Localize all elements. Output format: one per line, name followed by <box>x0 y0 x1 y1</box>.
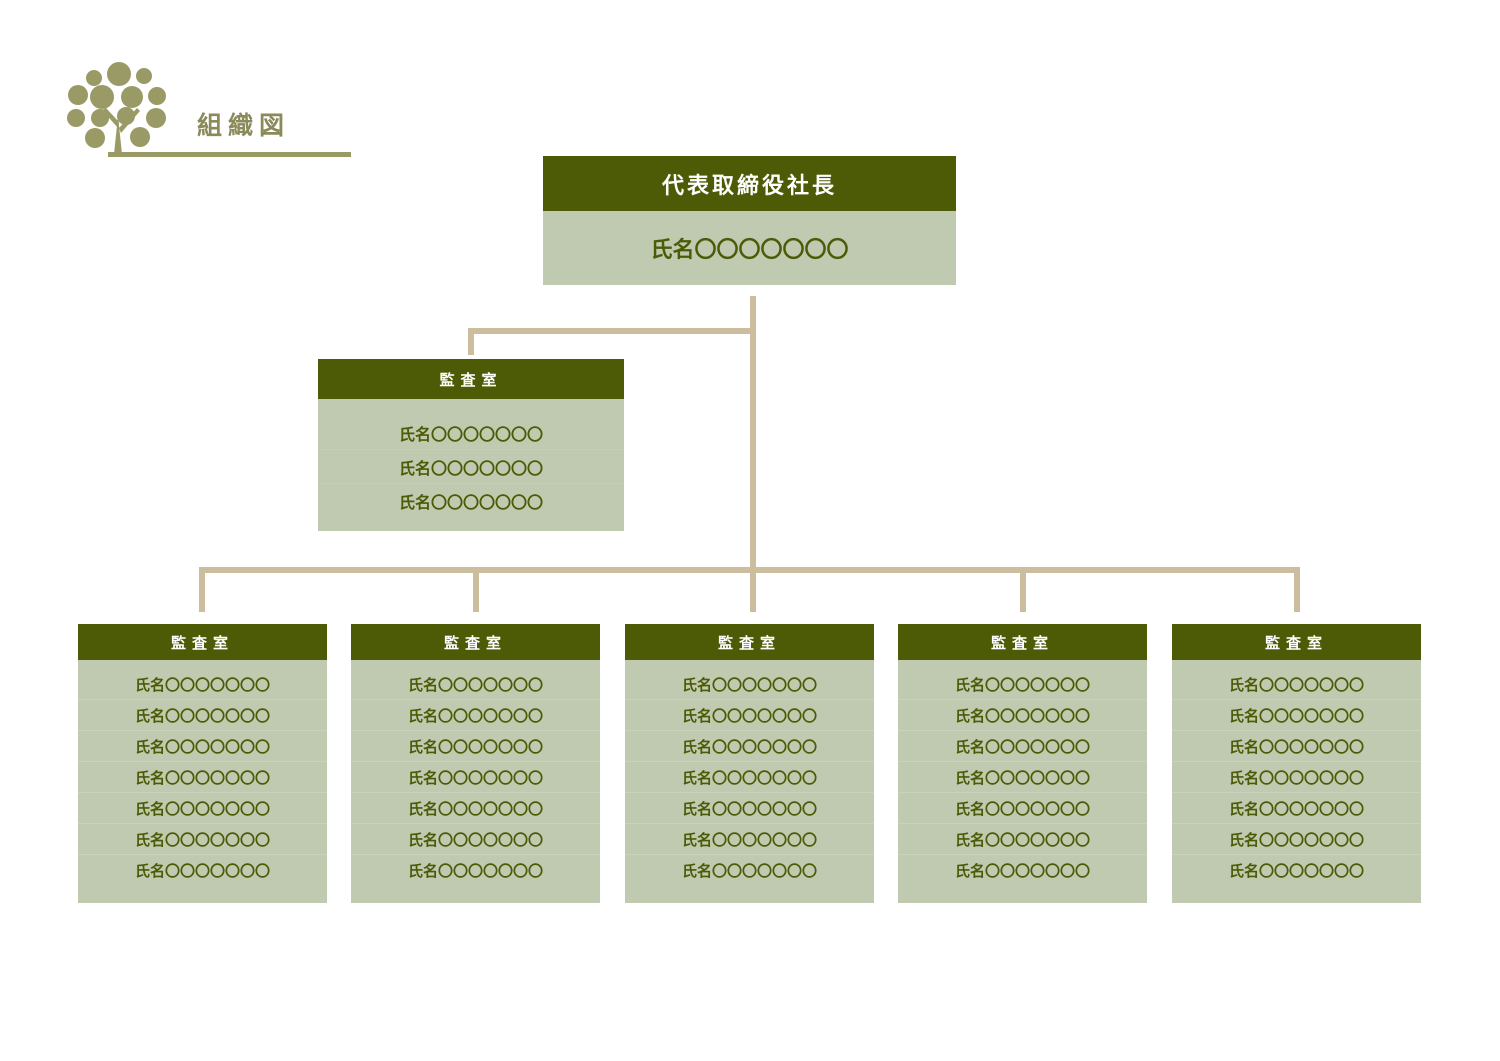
department-box: 監査室 氏名〇〇〇〇〇〇〇 氏名〇〇〇〇〇〇〇 氏名〇〇〇〇〇〇〇 氏名〇〇〇〇… <box>78 624 327 903</box>
department-members: 氏名〇〇〇〇〇〇〇 氏名〇〇〇〇〇〇〇 氏名〇〇〇〇〇〇〇 氏名〇〇〇〇〇〇〇 … <box>898 660 1147 885</box>
member-name: 氏名〇〇〇〇〇〇〇 <box>351 792 600 823</box>
member-name: 氏名〇〇〇〇〇〇〇 <box>78 823 327 854</box>
member-name: 氏名〇〇〇〇〇〇〇 <box>398 424 543 444</box>
member-name: 氏名〇〇〇〇〇〇〇 <box>78 730 327 761</box>
audit-members: 氏名〇〇〇〇〇〇〇 氏名〇〇〇〇〇〇〇 氏名〇〇〇〇〇〇〇 <box>318 399 624 517</box>
member-name: 氏名〇〇〇〇〇〇〇 <box>898 761 1147 792</box>
department-members: 氏名〇〇〇〇〇〇〇 氏名〇〇〇〇〇〇〇 氏名〇〇〇〇〇〇〇 氏名〇〇〇〇〇〇〇 … <box>625 660 874 885</box>
department-title: 監査室 <box>351 624 600 660</box>
member-name: 氏名〇〇〇〇〇〇〇 <box>650 238 849 263</box>
member-name: 氏名〇〇〇〇〇〇〇 <box>898 792 1147 823</box>
member-name: 氏名〇〇〇〇〇〇〇 <box>625 823 874 854</box>
member-name: 氏名〇〇〇〇〇〇〇 <box>1228 675 1364 694</box>
president-members: 氏名〇〇〇〇〇〇〇 <box>543 211 956 285</box>
member-name: 氏名〇〇〇〇〇〇〇 <box>954 675 1090 694</box>
member-name: 氏名〇〇〇〇〇〇〇 <box>351 699 600 730</box>
member-name: 氏名〇〇〇〇〇〇〇 <box>898 854 1147 885</box>
department-box: 監査室 氏名〇〇〇〇〇〇〇 氏名〇〇〇〇〇〇〇 氏名〇〇〇〇〇〇〇 氏名〇〇〇〇… <box>625 624 874 903</box>
member-name: 氏名〇〇〇〇〇〇〇 <box>1172 823 1421 854</box>
member-name: 氏名〇〇〇〇〇〇〇 <box>351 761 600 792</box>
department-box: 監査室 氏名〇〇〇〇〇〇〇 氏名〇〇〇〇〇〇〇 氏名〇〇〇〇〇〇〇 氏名〇〇〇〇… <box>1172 624 1421 903</box>
member-name: 氏名〇〇〇〇〇〇〇 <box>1172 854 1421 885</box>
tree-icon <box>67 62 351 157</box>
member-name: 氏名〇〇〇〇〇〇〇 <box>78 699 327 730</box>
member-name: 氏名〇〇〇〇〇〇〇 <box>1172 730 1421 761</box>
member-name: 氏名〇〇〇〇〇〇〇 <box>898 699 1147 730</box>
member-name: 氏名〇〇〇〇〇〇〇 <box>78 761 327 792</box>
member-name: 氏名〇〇〇〇〇〇〇 <box>318 483 624 517</box>
member-name: 氏名〇〇〇〇〇〇〇 <box>625 792 874 823</box>
audit-branch-line <box>468 328 753 355</box>
member-name: 氏名〇〇〇〇〇〇〇 <box>134 675 270 694</box>
department-box: 監査室 氏名〇〇〇〇〇〇〇 氏名〇〇〇〇〇〇〇 氏名〇〇〇〇〇〇〇 氏名〇〇〇〇… <box>898 624 1147 903</box>
department-title: 監査室 <box>625 624 874 660</box>
member-name: 氏名〇〇〇〇〇〇〇 <box>318 449 624 483</box>
org-chart-header: 組織図 <box>62 58 362 163</box>
department-members: 氏名〇〇〇〇〇〇〇 氏名〇〇〇〇〇〇〇 氏名〇〇〇〇〇〇〇 氏名〇〇〇〇〇〇〇 … <box>351 660 600 885</box>
member-name: 氏名〇〇〇〇〇〇〇 <box>78 854 327 885</box>
department-title: 監査室 <box>78 624 327 660</box>
member-name: 氏名〇〇〇〇〇〇〇 <box>351 730 600 761</box>
member-name: 氏名〇〇〇〇〇〇〇 <box>625 730 874 761</box>
member-name: 氏名〇〇〇〇〇〇〇 <box>1172 792 1421 823</box>
audit-box: 監査室 氏名〇〇〇〇〇〇〇 氏名〇〇〇〇〇〇〇 氏名〇〇〇〇〇〇〇 <box>318 359 624 531</box>
member-name: 氏名〇〇〇〇〇〇〇 <box>1172 699 1421 730</box>
member-name: 氏名〇〇〇〇〇〇〇 <box>898 823 1147 854</box>
department-box: 監査室 氏名〇〇〇〇〇〇〇 氏名〇〇〇〇〇〇〇 氏名〇〇〇〇〇〇〇 氏名〇〇〇〇… <box>351 624 600 903</box>
member-name: 氏名〇〇〇〇〇〇〇 <box>625 854 874 885</box>
member-name: 氏名〇〇〇〇〇〇〇 <box>351 854 600 885</box>
member-name: 氏名〇〇〇〇〇〇〇 <box>681 675 817 694</box>
member-name: 氏名〇〇〇〇〇〇〇 <box>1172 761 1421 792</box>
member-name: 氏名〇〇〇〇〇〇〇 <box>625 699 874 730</box>
president-box: 代表取締役社長 氏名〇〇〇〇〇〇〇 <box>543 156 956 285</box>
member-name: 氏名〇〇〇〇〇〇〇 <box>407 675 543 694</box>
department-title: 監査室 <box>1172 624 1421 660</box>
president-title: 代表取締役社長 <box>543 156 956 211</box>
member-name: 氏名〇〇〇〇〇〇〇 <box>625 761 874 792</box>
member-name: 氏名〇〇〇〇〇〇〇 <box>898 730 1147 761</box>
member-name: 氏名〇〇〇〇〇〇〇 <box>351 823 600 854</box>
page-title: 組織図 <box>197 111 291 140</box>
audit-title: 監査室 <box>318 359 624 399</box>
department-members: 氏名〇〇〇〇〇〇〇 氏名〇〇〇〇〇〇〇 氏名〇〇〇〇〇〇〇 氏名〇〇〇〇〇〇〇 … <box>1172 660 1421 885</box>
department-title: 監査室 <box>898 624 1147 660</box>
member-name: 氏名〇〇〇〇〇〇〇 <box>78 792 327 823</box>
department-members: 氏名〇〇〇〇〇〇〇 氏名〇〇〇〇〇〇〇 氏名〇〇〇〇〇〇〇 氏名〇〇〇〇〇〇〇 … <box>78 660 327 885</box>
